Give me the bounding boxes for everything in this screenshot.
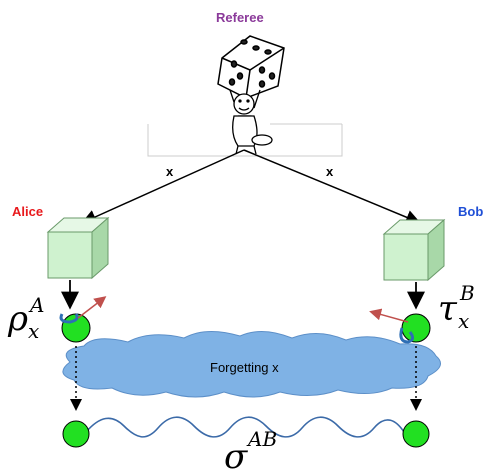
bob-label: Bob bbox=[458, 204, 483, 219]
referee-platform bbox=[147, 123, 343, 157]
svg-text:x: x bbox=[458, 309, 469, 333]
forgetting-cloud bbox=[62, 331, 441, 398]
right-x-label: x bbox=[326, 164, 334, 179]
dice-icon bbox=[217, 35, 285, 99]
joint-state-label: σ AB bbox=[224, 427, 277, 472]
alice-label: Alice bbox=[12, 204, 43, 219]
svg-text:A: A bbox=[28, 293, 44, 317]
left-x-label: x bbox=[166, 164, 174, 179]
alice-state-label: ρ A x bbox=[7, 293, 44, 343]
bob-state-label: τ B x bbox=[438, 281, 475, 333]
svg-text:AB: AB bbox=[246, 427, 277, 451]
referee-label: Referee bbox=[216, 10, 264, 25]
svg-text:τ: τ bbox=[438, 289, 458, 329]
entanglement-wave bbox=[85, 416, 405, 438]
bob-final-qubit-icon bbox=[402, 420, 430, 448]
svg-text:σ: σ bbox=[224, 437, 248, 472]
cloud-label: Forgetting x bbox=[210, 360, 279, 375]
svg-text:ρ: ρ bbox=[7, 299, 28, 339]
arrow-to-alice bbox=[81, 149, 245, 224]
referee-figure-icon bbox=[229, 89, 273, 155]
bob-box bbox=[382, 218, 446, 282]
alice-box bbox=[46, 216, 110, 280]
arrow-to-bob bbox=[243, 149, 421, 225]
alice-qubit-icon bbox=[59, 296, 107, 343]
svg-text:x: x bbox=[28, 319, 39, 343]
alice-final-qubit-icon bbox=[62, 420, 90, 448]
bob-qubit-icon bbox=[369, 308, 431, 344]
svg-text:B: B bbox=[459, 281, 475, 305]
